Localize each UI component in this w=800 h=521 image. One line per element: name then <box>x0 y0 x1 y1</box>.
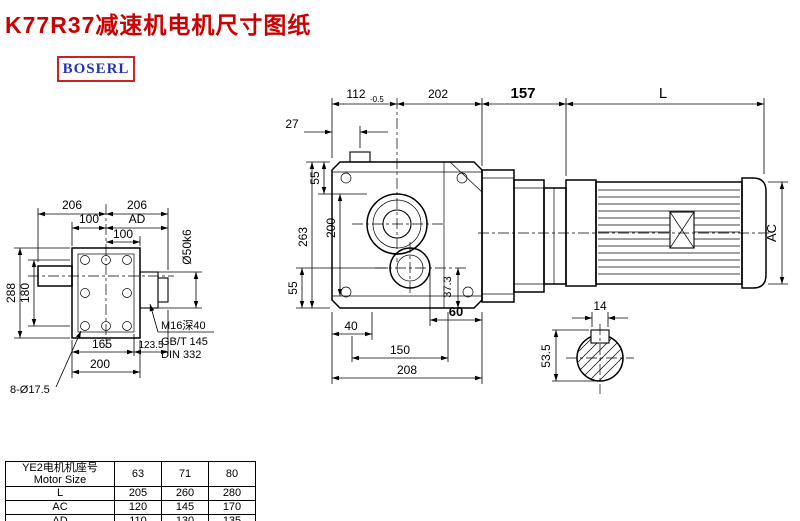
fan-cover <box>741 177 767 289</box>
gearbox-body <box>331 161 483 309</box>
dim-200-vertical: 200 <box>324 218 338 238</box>
left-view: 206 206 100 AD 100 288 180 Ø50k6 165 123… <box>4 198 214 396</box>
value-AD-80: 135 <box>208 514 256 521</box>
dim-206-right: 206 <box>127 198 147 212</box>
input-flange <box>481 169 515 303</box>
table-row: AD 110 130 135 <box>5 514 256 521</box>
table-col-71: 71 <box>161 461 209 487</box>
bolt-hole <box>80 255 90 265</box>
dim-263: 263 <box>296 227 310 247</box>
value-AC-71: 145 <box>161 500 209 515</box>
value-L-71: 260 <box>161 486 209 501</box>
dim-shaft-diameter: Ø50k6 <box>180 229 194 265</box>
dim-AC: AC <box>764 224 779 242</box>
row-label-L: L <box>5 486 115 501</box>
bolt-hole <box>340 286 352 298</box>
value-L-80: 280 <box>208 486 256 501</box>
dim-112-tolerance: -0.5 <box>370 95 384 104</box>
value-AD-63: 110 <box>114 514 162 521</box>
dim-8-holes: 8-Ø17.5 <box>10 384 50 396</box>
dim-27: 27 <box>285 117 299 131</box>
bolt-hole <box>340 172 352 184</box>
dim-100-b: 100 <box>113 227 133 241</box>
dim-208: 208 <box>397 363 417 377</box>
value-AD-71: 130 <box>161 514 209 521</box>
dim-60: 60 <box>449 304 463 319</box>
dim-14: 14 <box>593 299 607 313</box>
bolt-hole <box>122 321 132 331</box>
motor-size-table: YE2电机机座号 Motor Size 63 71 80 L 205 260 2… <box>5 461 256 521</box>
dim-288: 288 <box>4 283 18 303</box>
dim-180: 180 <box>18 283 32 303</box>
dim-157: 157 <box>510 85 535 102</box>
dim-AD: AD <box>129 212 146 226</box>
table-row: AC 120 145 170 <box>5 500 256 515</box>
bolt-hole <box>462 286 474 298</box>
table-col-63: 63 <box>114 461 162 487</box>
note-gbt-standard: GB/T 145 <box>161 336 208 348</box>
row-label-AD: AD <box>5 514 115 521</box>
shaft-section-view: 14 53.5 <box>539 299 634 394</box>
table-header-motor-size: YE2电机机座号 Motor Size <box>5 461 115 487</box>
value-AC-80: 170 <box>208 500 256 515</box>
dim-200-bottom: 200 <box>90 357 110 371</box>
row-label-AC: AC <box>5 500 115 515</box>
dim-206-left: 206 <box>62 198 82 212</box>
note-din-standard: DIN 332 <box>161 349 201 361</box>
value-AC-63: 120 <box>114 500 162 515</box>
dim-165: 165 <box>92 337 112 351</box>
brand-logo-text: BOSERL <box>62 60 130 77</box>
note-tapped-hole: M16深40 <box>161 319 206 332</box>
brand-logo: BOSERL <box>57 56 135 82</box>
table-row: L 205 260 280 <box>5 486 256 501</box>
dim-L: L <box>659 85 667 102</box>
bolt-hole <box>80 288 90 298</box>
oil-plug <box>349 151 371 163</box>
dim-150: 150 <box>390 343 410 357</box>
table-header-line1: YE2电机机座号 <box>22 462 98 474</box>
table-col-80: 80 <box>208 461 256 487</box>
dim-112: 112 <box>346 87 365 101</box>
dim-202: 202 <box>428 87 448 101</box>
dim-40: 40 <box>344 319 358 333</box>
motor-assembly: AC <box>478 169 788 303</box>
page-title: K77R37减速机电机尺寸图纸 <box>5 12 312 38</box>
bolt-hole <box>122 288 132 298</box>
table-header-line2: Motor Size <box>33 474 87 486</box>
dim-55-top: 55 <box>308 171 322 185</box>
bolt-hole <box>456 172 468 184</box>
bolt-hole <box>80 321 90 331</box>
dim-55-bottom: 55 <box>286 281 300 295</box>
dim-53-5: 53.5 <box>539 344 553 368</box>
dim-123-5: 123.5 <box>138 340 163 351</box>
dim-100-a: 100 <box>79 212 99 226</box>
main-view-gearbox: 112 -0.5 202 157 L 27 55 263 200 55 40 1… <box>285 85 765 384</box>
value-L-63: 205 <box>114 486 162 501</box>
dim-37-3: 37.3 <box>442 276 454 297</box>
bolt-hole <box>101 321 111 331</box>
table-header-row: YE2电机机座号 Motor Size 63 71 80 <box>5 461 256 487</box>
bolt-hole <box>122 255 132 265</box>
bolt-hole <box>101 255 111 265</box>
